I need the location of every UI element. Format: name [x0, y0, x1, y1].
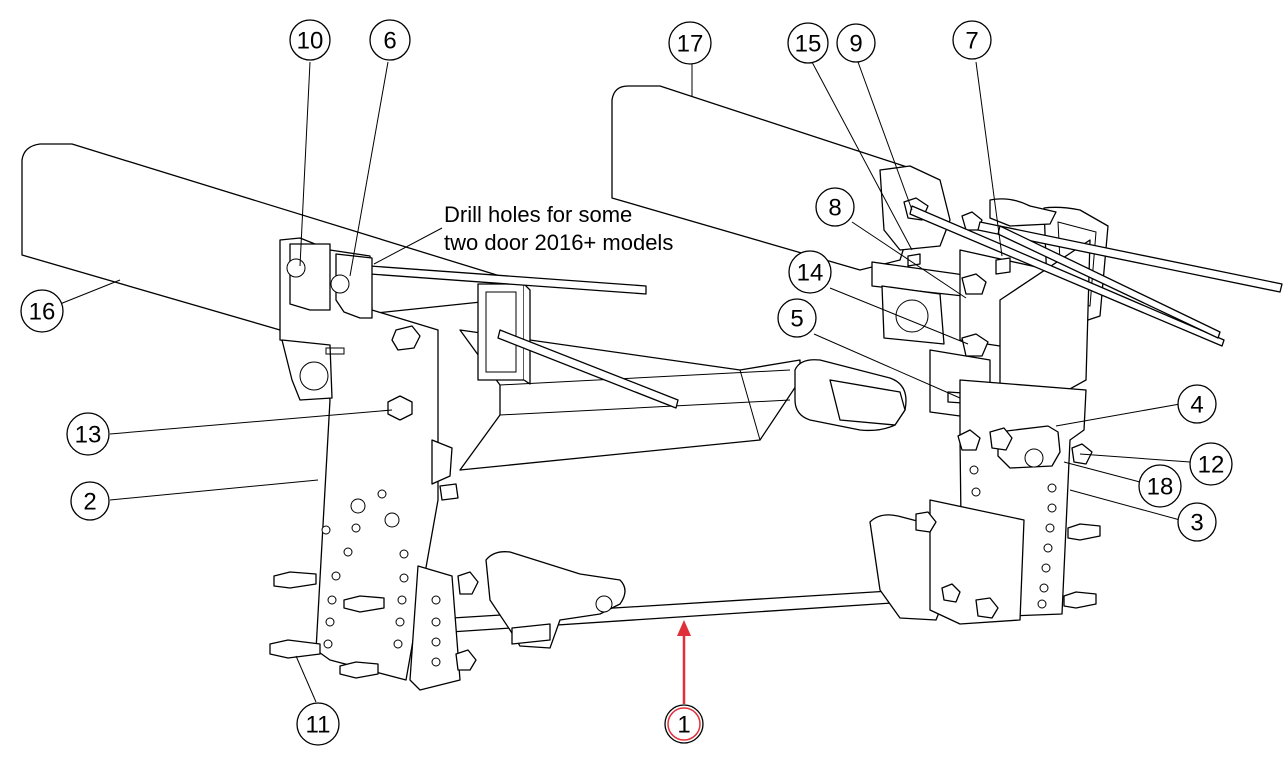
callout-circle	[70, 481, 110, 521]
callout-label: 17	[677, 31, 704, 58]
callout-highlight-ring	[667, 707, 701, 741]
callout-label: 9	[849, 31, 862, 58]
callout-label: 12	[1198, 452, 1225, 479]
callout-label: 4	[1190, 392, 1203, 419]
callout-15: 15	[787, 22, 829, 64]
callout-circle	[777, 298, 817, 338]
callout-label: 10	[297, 28, 324, 55]
callout-circle	[788, 250, 832, 294]
callout-13: 13	[66, 412, 110, 456]
callout-8: 8	[815, 187, 855, 227]
callout-10: 10	[289, 19, 331, 61]
callout-label: 11	[306, 712, 331, 739]
drill-holes-note: Drill holes for some two door 2016+ mode…	[444, 202, 673, 255]
left-rods	[369, 265, 679, 409]
callout-label: 1	[677, 712, 690, 739]
callout-16: 16	[20, 289, 64, 333]
callout-circle	[289, 19, 331, 61]
drawing-parts	[21, 85, 1283, 691]
callout-circle	[20, 289, 64, 333]
callout-circle	[1189, 442, 1233, 486]
callout-5: 5	[777, 298, 817, 338]
callout-label: 3	[1190, 510, 1203, 537]
callout-6: 6	[369, 19, 411, 61]
callout-label: 7	[965, 28, 978, 55]
highlight-arrow	[677, 620, 691, 704]
callout-label: 14	[797, 260, 824, 287]
callout-9: 9	[836, 23, 876, 63]
callout-circle	[836, 23, 876, 63]
callout-circle	[1177, 384, 1217, 424]
callout-circle	[1177, 502, 1217, 542]
part-3-right-plate	[915, 379, 1101, 625]
callout-circle	[664, 704, 704, 744]
callout-label: 15	[795, 31, 822, 58]
right-rods	[909, 205, 1283, 347]
callout-18: 18	[1138, 464, 1182, 508]
callout-3: 3	[1177, 502, 1217, 542]
callout-circle	[66, 412, 110, 456]
part-16-left-rail	[21, 143, 501, 331]
callout-14: 14	[788, 250, 832, 294]
part-11-left-bolts	[269, 571, 385, 679]
callout-label: 5	[790, 306, 803, 333]
callout-17: 17	[668, 21, 712, 65]
note-line-1: Drill holes for some	[444, 202, 632, 227]
callout-circle	[369, 19, 411, 61]
callout-2: 2	[70, 481, 110, 521]
callout-circle	[296, 702, 340, 746]
note-line-2: two door 2016+ models	[444, 230, 673, 255]
callout-12: 12	[1189, 442, 1233, 486]
callout-label: 18	[1147, 474, 1174, 501]
callout-circle	[787, 22, 829, 64]
callout-circle	[668, 21, 712, 65]
callout-label: 13	[75, 422, 102, 449]
callout-circle	[952, 20, 992, 60]
callout-label: 6	[383, 28, 396, 55]
callout-circle	[1138, 464, 1182, 508]
callout-label: 2	[83, 489, 96, 516]
callout-1: 1	[664, 704, 704, 744]
cross-tube	[459, 329, 907, 471]
callout-11: 11	[296, 702, 340, 746]
callout-4: 4	[1177, 384, 1217, 424]
part-1-crossbar	[409, 514, 1003, 691]
callout-circle	[815, 187, 855, 227]
callout-7: 7	[952, 20, 992, 60]
callout-label: 16	[29, 299, 56, 326]
callout-label: 8	[828, 195, 841, 222]
leader-lines	[59, 61, 1191, 703]
